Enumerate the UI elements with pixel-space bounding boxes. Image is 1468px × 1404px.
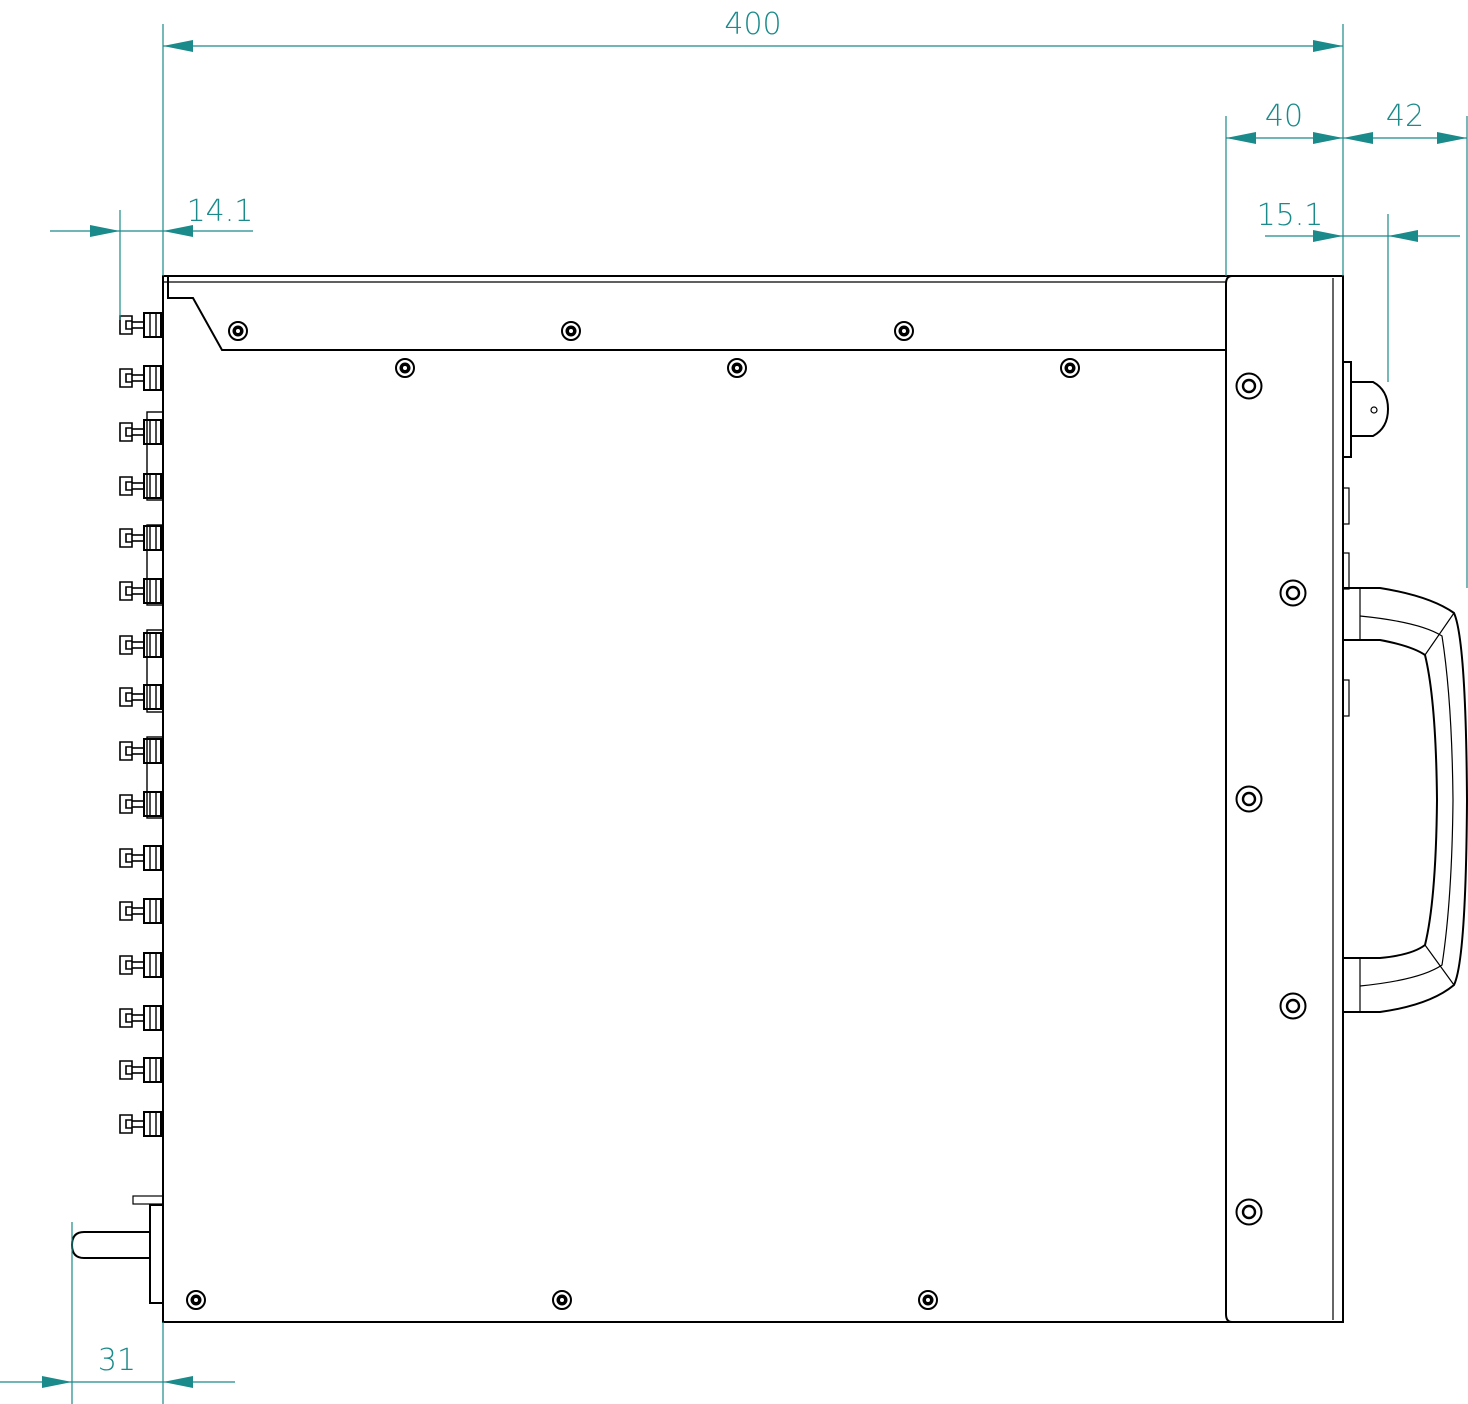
dimension-lines xyxy=(0,24,1468,1404)
handle-seg-3 xyxy=(1424,612,1455,656)
connector-bracket xyxy=(146,736,164,819)
front-bracket xyxy=(1225,275,1344,1323)
rear-knob-flange xyxy=(132,1195,164,1205)
bracket-screws xyxy=(1235,372,1307,1226)
rear-connector xyxy=(119,473,162,499)
front-bracket-outline xyxy=(1225,275,1344,1323)
bottom-screws xyxy=(186,1290,938,1310)
connector-bracket xyxy=(146,629,164,713)
rear-knob-plate xyxy=(149,1204,164,1304)
handle-outer xyxy=(1343,587,1468,1013)
handle-inner xyxy=(1343,639,1439,959)
enclosure-outline xyxy=(162,275,1344,1323)
front-knob-body xyxy=(1350,381,1390,437)
dimension-labels: 400 40 42 14.1 15.1 31 xyxy=(98,7,1424,1378)
rail-screw xyxy=(561,321,581,341)
rear-connector xyxy=(119,1057,162,1083)
rear-knob xyxy=(70,1195,164,1304)
rear-connector xyxy=(119,684,162,710)
bracket-screw xyxy=(1235,1198,1263,1226)
carry-handle xyxy=(1342,587,1468,1013)
enclosure-body xyxy=(162,275,1344,1323)
dim-31-label: 31 xyxy=(98,1343,136,1378)
rear-connector xyxy=(119,365,162,391)
dim-400-label: 400 xyxy=(724,7,781,42)
dim-42-label: 42 xyxy=(1386,99,1424,134)
bracket-screw xyxy=(1235,785,1263,813)
rear-connector xyxy=(119,898,162,924)
connector-bracket xyxy=(146,524,164,606)
front-tab-1 xyxy=(1342,487,1350,525)
handle-mid-line xyxy=(1359,615,1454,987)
bracket-screw xyxy=(1235,372,1263,400)
bracket-screw xyxy=(1279,579,1307,607)
front-knob xyxy=(1342,361,1390,590)
handle-mount-tab xyxy=(1342,679,1350,717)
rail-screw xyxy=(727,358,747,378)
rear-connector xyxy=(119,312,162,338)
rear-connector xyxy=(119,1111,162,1137)
bottom-screw xyxy=(186,1290,206,1310)
rear-connector xyxy=(119,791,162,817)
rail-screws xyxy=(228,321,1080,378)
handle-seg-4 xyxy=(1424,944,1455,986)
rear-connectors xyxy=(119,312,164,1137)
dim-15-1-label: 15.1 xyxy=(1257,198,1324,233)
dim-14-1-label: 14.1 xyxy=(187,194,254,229)
rail-screw xyxy=(395,358,415,378)
bottom-screw xyxy=(918,1290,938,1310)
rear-connector xyxy=(119,1005,162,1031)
rear-connector xyxy=(119,845,162,871)
rear-connector xyxy=(119,578,162,604)
rear-connector xyxy=(119,419,162,445)
bracket-screw xyxy=(1279,992,1307,1020)
dim-40-label: 40 xyxy=(1265,99,1303,134)
rail-screw xyxy=(894,321,914,341)
bottom-screw xyxy=(552,1290,572,1310)
rear-connector xyxy=(119,952,162,978)
connector-bracket xyxy=(146,411,164,501)
rail-screw xyxy=(1060,358,1080,378)
rear-connector xyxy=(119,525,162,551)
rear-connector xyxy=(119,738,162,764)
rear-knob-shaft xyxy=(70,1231,150,1259)
front-knob-base xyxy=(1342,361,1352,458)
rail-screw xyxy=(228,321,248,341)
rear-connector xyxy=(119,632,162,658)
top-rail xyxy=(167,276,1226,351)
front-knob-pin xyxy=(1370,406,1378,414)
